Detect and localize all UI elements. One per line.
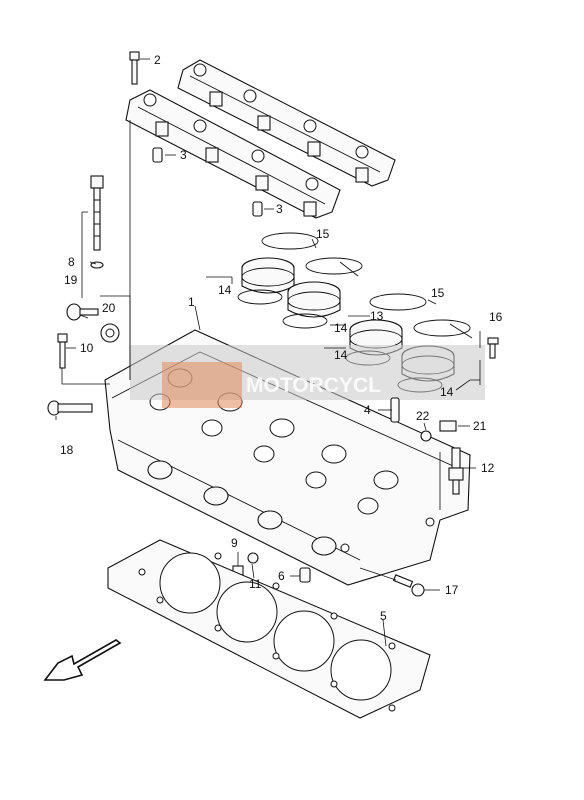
intake-pipe-14a xyxy=(237,257,295,305)
intake-clamp-15a xyxy=(261,232,363,277)
washer-22 xyxy=(420,430,432,442)
callout-3b: 3 xyxy=(276,202,283,216)
callout-6: 6 xyxy=(278,569,285,583)
watermark: MOTORCYCL xyxy=(130,345,485,408)
plug-16 xyxy=(487,337,499,359)
spark-plug-12 xyxy=(448,447,464,495)
callout-14d: 14 xyxy=(440,385,454,399)
callout-19: 19 xyxy=(64,273,78,287)
callout-11: 11 xyxy=(249,577,262,591)
bolt-19 xyxy=(66,303,99,321)
callout-17: 17 xyxy=(445,583,459,597)
callout-3a: 3 xyxy=(180,148,187,162)
bolt-18 xyxy=(47,400,93,416)
fitting-21 xyxy=(439,420,457,432)
callout-14a: 14 xyxy=(218,283,232,297)
seal-20 xyxy=(100,323,120,343)
front-direction-arrow-icon xyxy=(43,639,122,681)
camshaft-holder-upper xyxy=(177,59,396,187)
watermark-text: MOTORCYCL xyxy=(246,374,381,397)
pin-4 xyxy=(390,397,400,423)
bolt-long xyxy=(90,175,104,251)
callout-14c: 14 xyxy=(334,348,348,362)
callout-4: 4 xyxy=(364,403,371,417)
callout-12: 12 xyxy=(481,461,495,475)
callout-15b: 15 xyxy=(431,286,445,300)
leader-lines xyxy=(55,58,481,647)
callout-16: 16 xyxy=(489,310,503,324)
callout-20: 20 xyxy=(102,301,116,315)
camshaft-holder-lower xyxy=(125,89,341,219)
head-gasket-5 xyxy=(107,539,431,719)
callout-8: 8 xyxy=(68,255,75,269)
washer-11 xyxy=(247,552,259,564)
callout-10: 10 xyxy=(80,341,94,355)
bolt-17 xyxy=(392,574,425,597)
callout-18: 18 xyxy=(60,443,74,457)
watermark-badge xyxy=(162,362,242,408)
dowel-pin-6 xyxy=(299,567,311,583)
dowel-pin-3b xyxy=(252,201,263,217)
callout-9: 9 xyxy=(231,536,238,550)
callout-5: 5 xyxy=(380,609,387,623)
callouts: 1 2 3 3 4 5 6 8 9 10 11 12 13 14 14 14 1… xyxy=(60,53,503,623)
bolt-2 xyxy=(129,51,140,85)
callout-15a: 15 xyxy=(316,227,330,241)
intake-clamp-15b xyxy=(369,293,473,339)
callout-21: 21 xyxy=(473,419,487,433)
callout-2: 2 xyxy=(154,53,161,67)
dowel-pin-3a xyxy=(152,147,163,163)
callout-14b: 14 xyxy=(334,321,348,335)
callout-22: 22 xyxy=(416,409,430,423)
intake-pipe-14b xyxy=(282,281,341,329)
callout-13: 13 xyxy=(370,309,384,323)
callout-1: 1 xyxy=(188,295,195,309)
bolt-10 xyxy=(57,333,68,369)
